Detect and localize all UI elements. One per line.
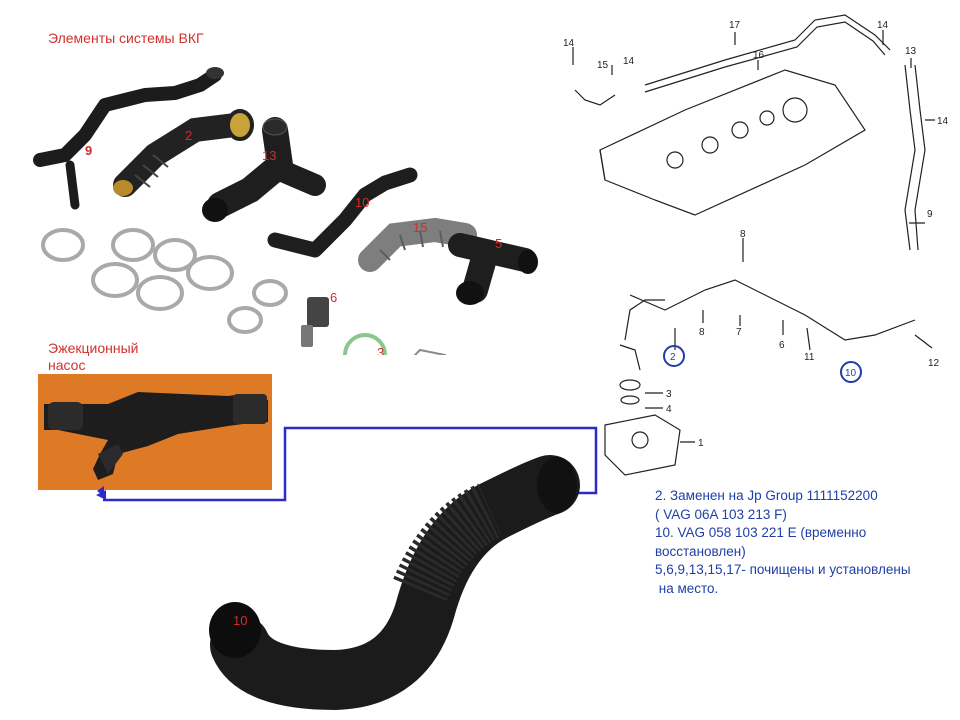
- photo-label-3: 3: [377, 345, 384, 355]
- photo-label-9: 9: [85, 143, 92, 158]
- callout-16: 16: [753, 50, 765, 61]
- part-9-pipe: [33, 67, 224, 210]
- callout-3: 3: [666, 389, 672, 400]
- callout-9: 9: [927, 209, 933, 220]
- callout-10: 10: [845, 368, 857, 379]
- part-4-clip: [413, 348, 447, 355]
- callout-4: 4: [666, 404, 672, 415]
- note-line-4: восстановлен): [655, 543, 746, 559]
- callout-7: 7: [736, 327, 742, 338]
- highlight-circle-2: [663, 345, 685, 367]
- note-line-1: 2. Заменен на Jp Group 1111152200: [655, 488, 878, 503]
- photo-label-2: 2: [185, 128, 192, 143]
- photo-label-15: 15: [413, 220, 427, 235]
- photo-label-5: 5: [495, 236, 502, 251]
- callout-14-a: 14: [563, 38, 575, 49]
- parts-photo: 9 2 13 10 15 5 6 3 4: [33, 67, 538, 355]
- callout-6: 6: [779, 340, 785, 351]
- photo-label-13: 13: [262, 148, 276, 163]
- callout-1: 1: [698, 438, 704, 449]
- ejector-label: Эжекционный насос: [48, 340, 139, 373]
- part-1-housing: [604, 414, 681, 476]
- page-title: Элементы системы ВКГ: [48, 30, 204, 46]
- part-10-hose: [267, 167, 418, 258]
- part-15-hose: [358, 217, 477, 272]
- callout-13: 13: [905, 46, 917, 57]
- photo-label-6: 6: [330, 290, 337, 305]
- note-line-6: на место.: [655, 580, 719, 596]
- callout-17: 17: [729, 20, 741, 31]
- part-5-tee: [448, 233, 538, 305]
- callout-15: 15: [597, 60, 609, 71]
- part-3-ring: [343, 333, 387, 355]
- part-2-hose: [113, 109, 254, 197]
- callout-8-top: 8: [740, 229, 746, 240]
- callout-14-b: 14: [623, 56, 635, 67]
- note-line-3: 10. VAG 058 103 221 E (временно: [655, 525, 867, 540]
- hose-photo-label: 10: [233, 613, 247, 628]
- callout-11: 11: [804, 352, 815, 363]
- hose-17: [644, 14, 891, 86]
- note-line-2: ( VAG 06A 103 213 F): [655, 506, 787, 522]
- part-13-tee: [202, 117, 326, 222]
- photo-label-10: 10: [355, 195, 369, 210]
- hose-10-photo: 10: [209, 455, 580, 710]
- notes-block: 2. Заменен на Jp Group 1111152200 ( VAG …: [655, 487, 911, 598]
- callout-14-d: 14: [937, 116, 949, 127]
- highlight-circle-10: [840, 361, 862, 383]
- callout-12: 12: [928, 358, 940, 369]
- callout-8: 8: [699, 327, 705, 338]
- callout-2: 2: [670, 352, 676, 363]
- part-6-valve: [301, 297, 329, 347]
- technical-diagram: 14 15 14 17 16 14 13 14 9 8 2 8 7 6 11 1…: [563, 14, 949, 476]
- callout-14-c: 14: [877, 20, 889, 31]
- valve-cover: [599, 69, 866, 216]
- note-line-5: 5,6,9,13,15,17- почищены и установлены: [655, 562, 911, 577]
- hose-clamps: [41, 228, 288, 334]
